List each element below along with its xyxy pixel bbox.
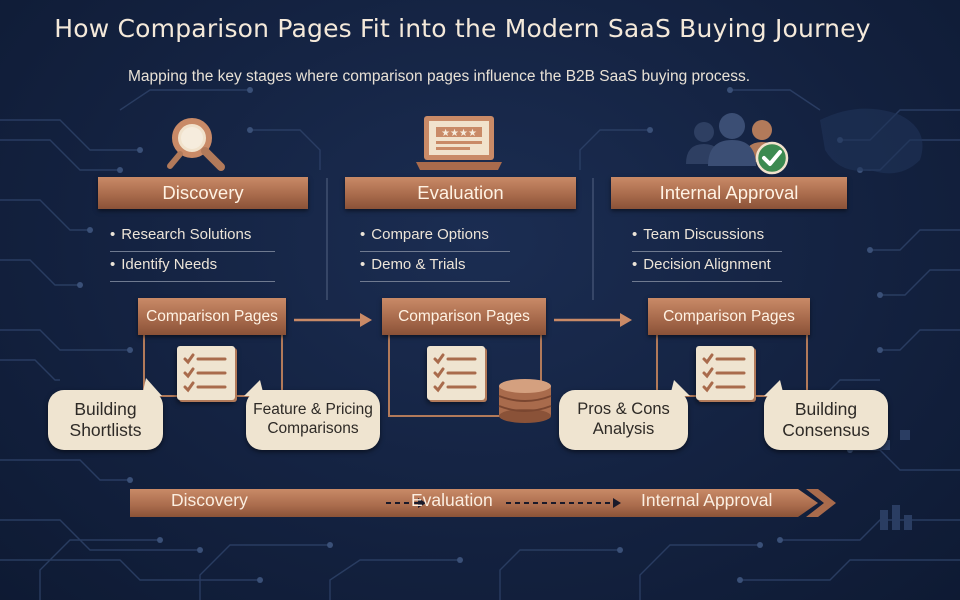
flow-label-evaluation: Evaluation xyxy=(411,490,493,510)
page-subtitle: Mapping the key stages where comparison … xyxy=(128,68,751,85)
stage-header-internal-approval: Internal Approval xyxy=(611,177,847,209)
stage-header-evaluation: Evaluation xyxy=(345,177,576,209)
bullet-item: •Decision Alignment xyxy=(632,252,782,282)
checklist-icon xyxy=(696,346,754,400)
bullets-discovery: •Research Solutions •Identify Needs xyxy=(110,222,275,282)
frame-evaluation xyxy=(388,335,542,417)
bullets-internal-approval: •Team Discussions •Decision Alignment xyxy=(632,222,782,282)
database-icon xyxy=(498,379,552,423)
flow-label-internal-approval: Internal Approval xyxy=(641,490,773,510)
svg-text:★★★★: ★★★★ xyxy=(441,128,477,139)
bullet-item: •Team Discussions xyxy=(632,222,782,252)
page-title: How Comparison Pages Fit into the Modern… xyxy=(54,14,871,43)
comparison-pages-box-discovery: Comparison Pages xyxy=(138,298,286,335)
bullets-evaluation: •Compare Options •Demo & Trials xyxy=(360,222,510,282)
bullet-item: •Identify Needs xyxy=(110,252,275,282)
bubble-tail xyxy=(764,380,784,396)
arrow-right-icon xyxy=(554,313,632,327)
bubble-tail xyxy=(244,380,264,396)
magnifier-icon xyxy=(167,118,225,171)
journey-flow-arrow xyxy=(130,489,836,517)
checklist-icon xyxy=(427,346,485,400)
stage-header-discovery: Discovery xyxy=(98,177,308,209)
flow-label-discovery: Discovery xyxy=(171,490,248,510)
team-check-icon xyxy=(686,113,789,175)
arrow-right-icon xyxy=(294,313,372,327)
comparison-pages-box-internal-approval: Comparison Pages xyxy=(648,298,810,335)
bullet-item: •Compare Options xyxy=(360,222,510,252)
checklist-icon xyxy=(177,346,235,400)
bubble-tail xyxy=(670,380,690,396)
bullet-item: •Demo & Trials xyxy=(360,252,510,282)
bubble-tail xyxy=(142,378,162,396)
laptop-rating-icon: ★★★★ xyxy=(416,116,502,170)
comparison-pages-box-evaluation: Comparison Pages xyxy=(382,298,546,335)
bullet-item: •Research Solutions xyxy=(110,222,275,252)
